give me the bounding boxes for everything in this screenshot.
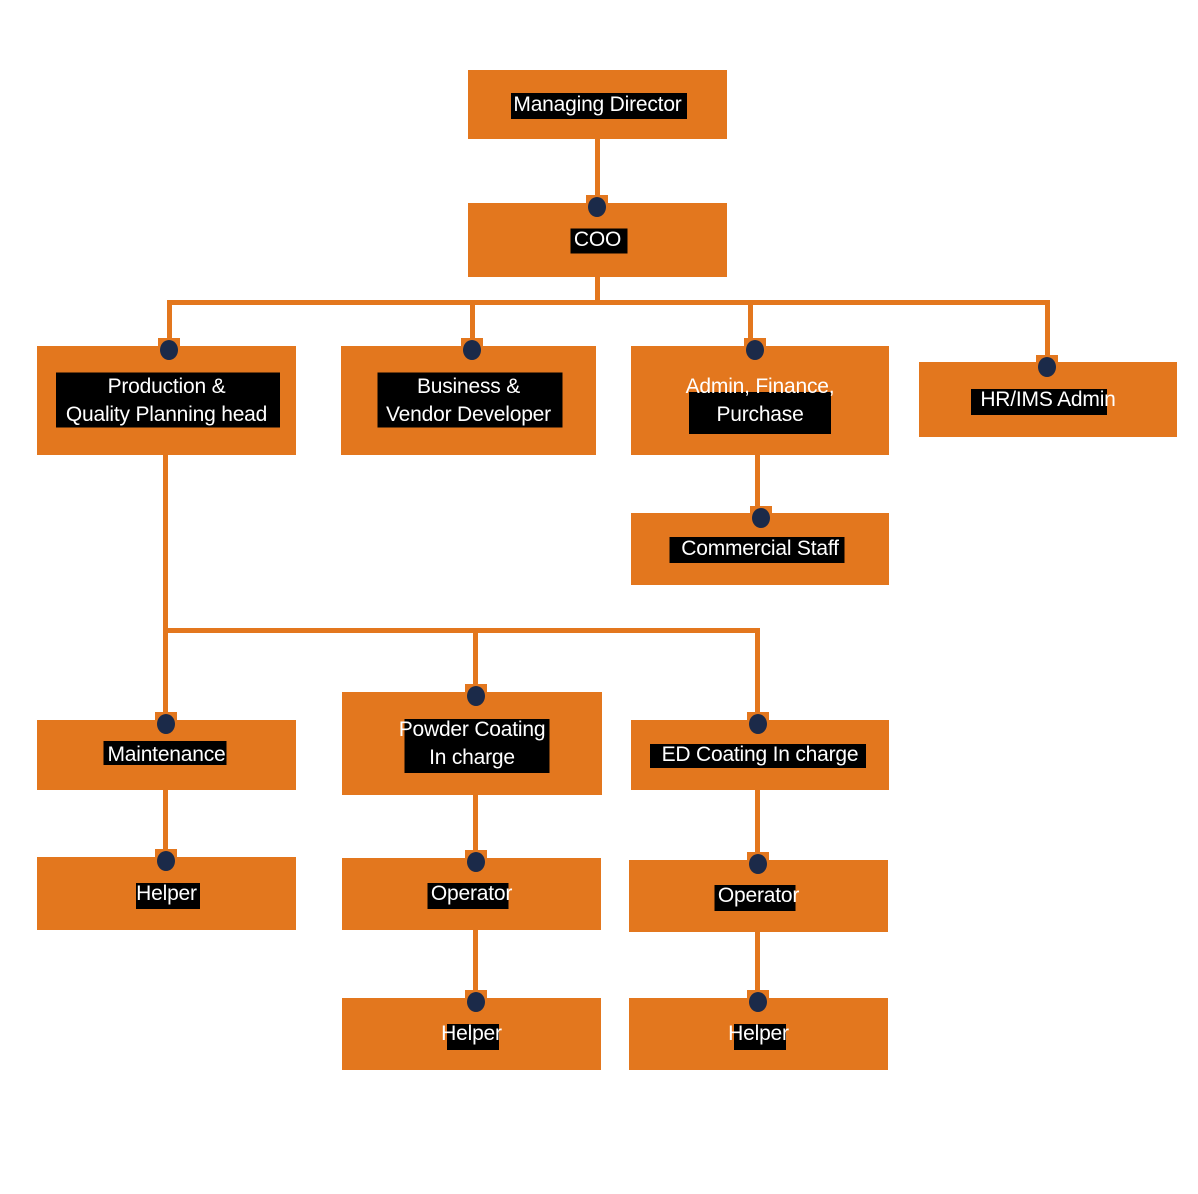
- node-ed-coating-operator[interactable]: Operator: [629, 860, 888, 932]
- node-label-coo: COO: [573, 228, 622, 251]
- node-label-production-quality-planning-head: Production & Quality Planning head: [65, 374, 268, 426]
- connector-admin-to-commercial: [755, 455, 760, 520]
- connector-ed-to-operator: [755, 790, 760, 858]
- connector-coo-drop-admin: [748, 300, 753, 348]
- connector-coo-drop-business: [470, 300, 475, 348]
- connector-powder-to-operator: [473, 795, 478, 858]
- connector-coo-drop-production: [167, 300, 172, 348]
- connector-maintenance-to-helper: [163, 790, 168, 858]
- connector-coo-horizontal-bus: [167, 300, 1050, 305]
- node-production-quality-planning-head[interactable]: Production & Quality Planning head: [37, 346, 296, 455]
- node-label-ed-coating-in-charge: ED Coating In charge: [661, 743, 859, 766]
- connector-production-drop-ed: [755, 628, 760, 720]
- connector-production-down-stub: [163, 455, 168, 633]
- connector-coo-drop-hr: [1045, 300, 1050, 358]
- node-label-ed-coating-operator: Operator: [717, 884, 800, 907]
- node-powder-coating-in-charge[interactable]: Powder Coating In charge: [342, 692, 602, 795]
- node-label-powder-coating-operator: Operator: [430, 882, 513, 905]
- node-label-maintenance: Maintenance: [107, 743, 226, 766]
- connector-md-to-coo: [595, 139, 600, 205]
- node-label-hr-ims-admin: HR/IMS Admin: [980, 387, 1116, 411]
- node-business-vendor-developer[interactable]: Business & Vendor Developer: [341, 346, 596, 455]
- connector-coo-down-stub: [595, 277, 600, 303]
- node-label-powder-coating-in-charge: Powder Coating In charge: [398, 717, 546, 769]
- node-label-business-vendor-developer: Business & Vendor Developer: [386, 374, 551, 426]
- node-label-admin-finance-purchase: Admin, Finance, Purchase: [685, 374, 835, 426]
- node-admin-finance-purchase[interactable]: Admin, Finance, Purchase: [631, 346, 889, 455]
- node-label-maintenance-helper: Helper: [136, 881, 197, 905]
- connector-production-drop-powder: [473, 628, 478, 690]
- connector-production-horizontal-bus: [163, 628, 760, 633]
- connector-ed-operator-to-helper: [755, 930, 760, 998]
- node-label-managing-director: Managing Director: [513, 92, 682, 116]
- connector-powder-operator-to-helper: [473, 930, 478, 998]
- connector-production-drop-maintenance: [163, 628, 168, 720]
- node-managing-director[interactable]: Managing Director: [468, 70, 727, 139]
- node-label-powder-coating-helper: Helper: [441, 1022, 502, 1045]
- node-label-commercial-staff: Commercial Staff: [681, 537, 839, 560]
- node-label-ed-coating-helper: Helper: [728, 1022, 789, 1045]
